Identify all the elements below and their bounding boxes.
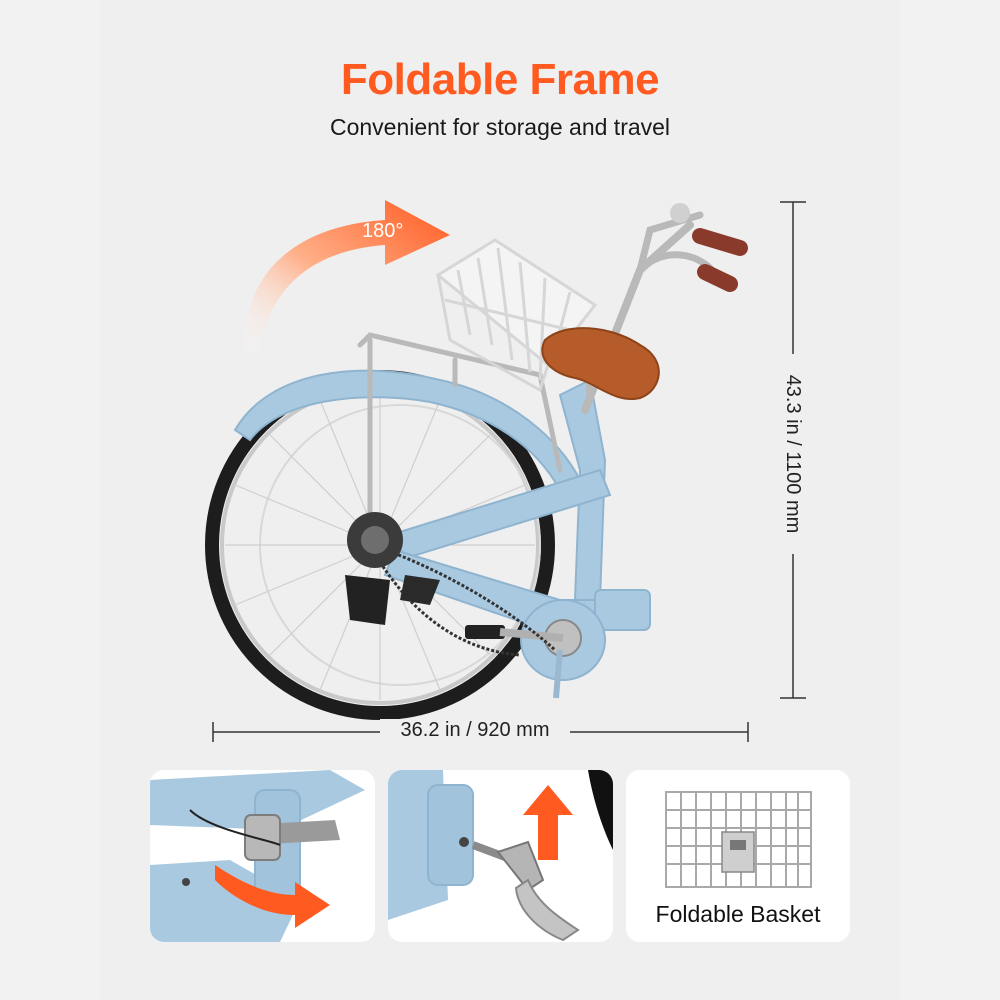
rotation-label: 180° bbox=[362, 220, 403, 242]
kickstand bbox=[553, 649, 563, 699]
rear-derailleur bbox=[345, 512, 440, 625]
subheadline: Convenient for storage and travel bbox=[329, 114, 671, 140]
height-dimension-label: 43.3 in / 1100 mm bbox=[776, 354, 804, 554]
detail-panel-hinge bbox=[150, 770, 375, 942]
hinge-closeup bbox=[150, 770, 375, 942]
lift-arrow-icon bbox=[523, 785, 573, 860]
headline: Foldable Frame bbox=[340, 55, 660, 104]
folded-bike-illustration: 180° bbox=[205, 200, 806, 742]
basket-label: Foldable Basket bbox=[655, 901, 821, 927]
lever-closeup bbox=[388, 770, 613, 942]
rotate-arrow-icon bbox=[244, 200, 450, 355]
rear-rack bbox=[357, 332, 563, 523]
detail-panel-basket: Foldable Basket bbox=[626, 770, 850, 942]
fold-arrow-icon bbox=[215, 865, 330, 928]
detail-panel-lever bbox=[388, 770, 613, 942]
basket-closeup bbox=[626, 770, 850, 942]
saddle bbox=[541, 327, 660, 401]
width-dimension-label: 36.2 in / 920 mm bbox=[380, 719, 570, 742]
